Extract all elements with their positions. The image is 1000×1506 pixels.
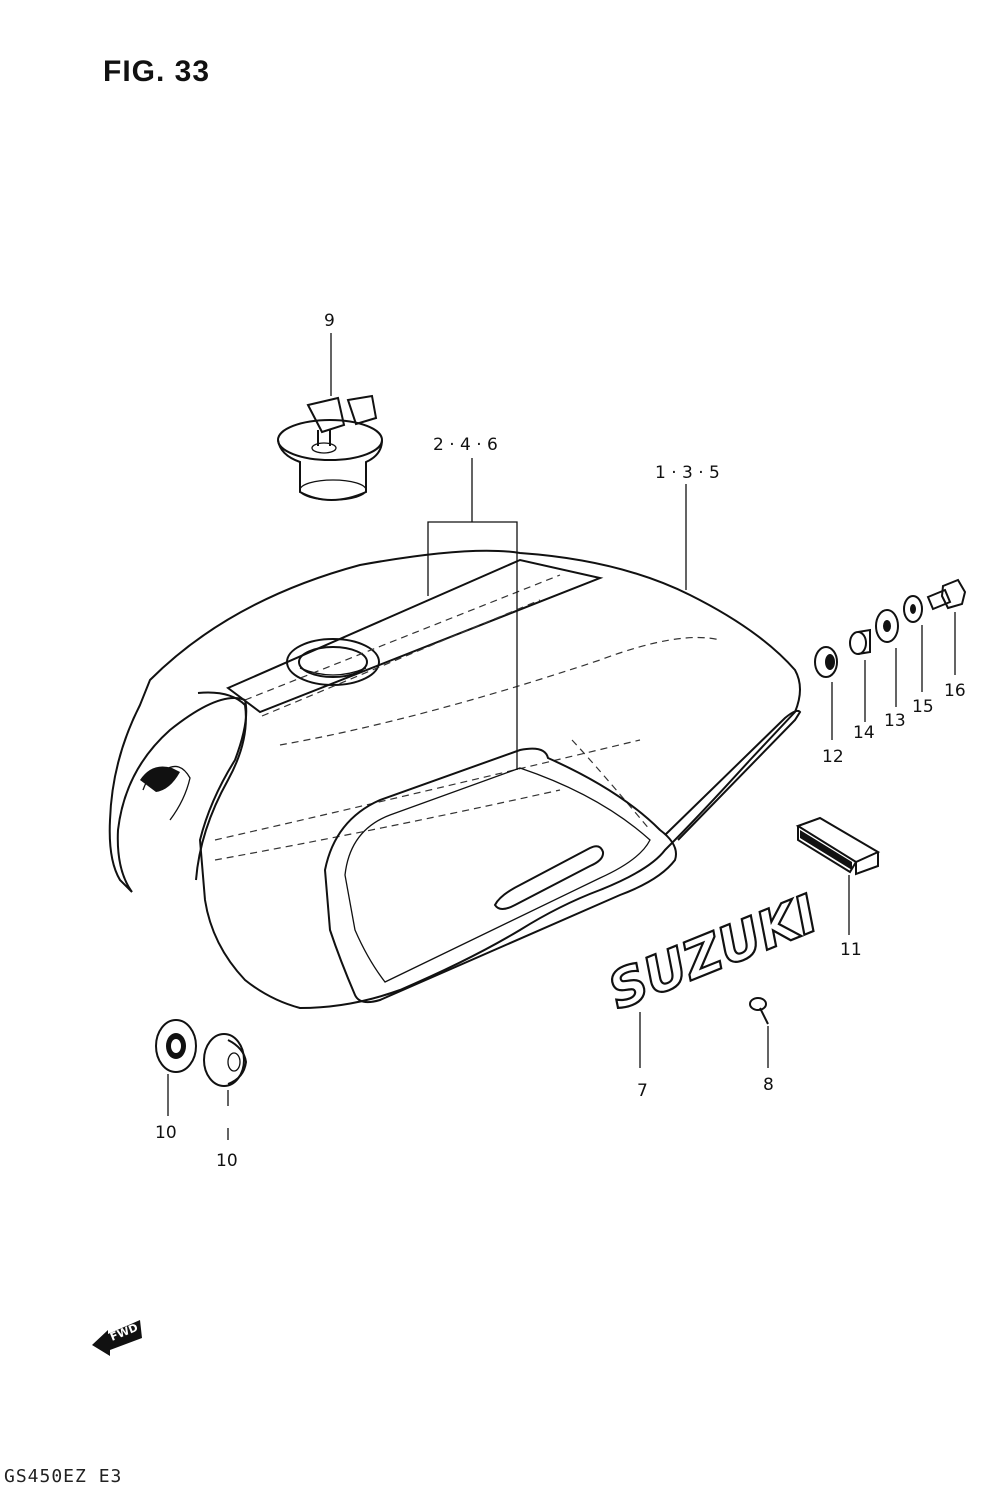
callout-7: 7 bbox=[637, 1081, 648, 1101]
cushion-pad-part-11[interactable] bbox=[795, 816, 881, 876]
callout-15: 15 bbox=[912, 697, 934, 717]
suzuki-emblem-part-7[interactable]: SUZUKI bbox=[599, 883, 827, 1023]
bolt-part-16[interactable] bbox=[926, 578, 967, 611]
callout-8: 8 bbox=[763, 1075, 774, 1095]
cushion-part-12[interactable] bbox=[814, 646, 838, 678]
callout-10a: 10 bbox=[155, 1123, 177, 1143]
callout-135: 1 · 3 · 5 bbox=[655, 463, 720, 483]
cushion-part-10a[interactable] bbox=[155, 1019, 197, 1073]
callout-10b: 10 bbox=[216, 1151, 238, 1171]
callout-246: 2 · 4 · 6 bbox=[433, 435, 498, 455]
collar-part-14[interactable] bbox=[849, 628, 871, 655]
callout-13: 13 bbox=[884, 711, 906, 731]
forward-direction-marker: FWD bbox=[92, 1320, 142, 1356]
callout-14: 14 bbox=[853, 723, 875, 743]
screw-part-8[interactable] bbox=[749, 997, 769, 1025]
fuel-cap-part[interactable] bbox=[277, 394, 383, 501]
callout-12: 12 bbox=[822, 747, 844, 767]
emblem-text: SUZUKI bbox=[600, 884, 826, 1022]
figure-title: FIG. 33 bbox=[103, 55, 211, 88]
washer-part-15[interactable] bbox=[903, 595, 923, 623]
callout-9: 9 bbox=[324, 311, 335, 331]
leader-bracket-246 bbox=[427, 521, 518, 770]
cushion-part-10b[interactable] bbox=[203, 1033, 248, 1087]
washer-part-13[interactable] bbox=[875, 609, 899, 643]
model-code: GS450EZ E3 bbox=[4, 1466, 123, 1487]
fuel-tank-body[interactable] bbox=[108, 549, 802, 1010]
callout-11: 11 bbox=[840, 940, 862, 960]
callout-16: 16 bbox=[944, 681, 966, 701]
